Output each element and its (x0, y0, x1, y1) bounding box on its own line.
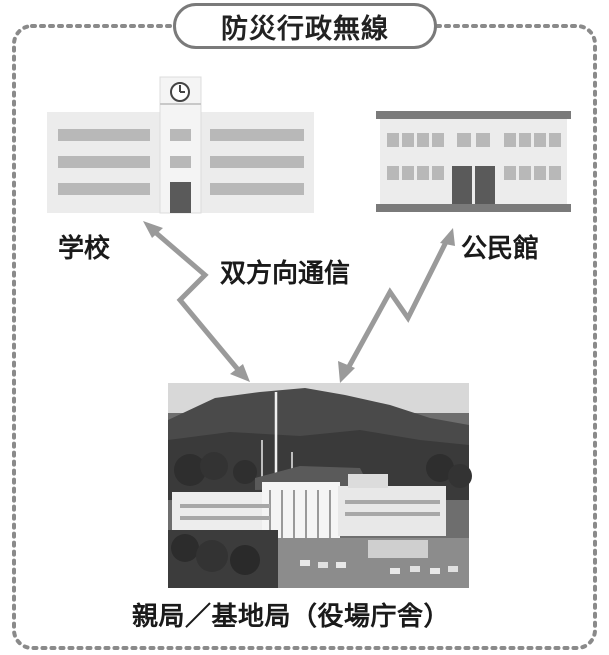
arrow-hall-link (338, 228, 455, 383)
link-label: 双方向通信 (220, 259, 351, 289)
school-label: 学校 (58, 234, 111, 264)
diagram-title: 防災行政無線 (221, 13, 389, 45)
title-badge: 防災行政無線 (173, 3, 437, 49)
community-hall-label: 公民館 (461, 234, 540, 264)
town-hall-photo (168, 383, 472, 588)
base-station-label: 親局／基地局（役場庁舎） (132, 602, 451, 632)
community-hall-building-icon (376, 111, 571, 212)
arrow-school-link (143, 221, 250, 382)
school-building-icon (47, 76, 314, 214)
